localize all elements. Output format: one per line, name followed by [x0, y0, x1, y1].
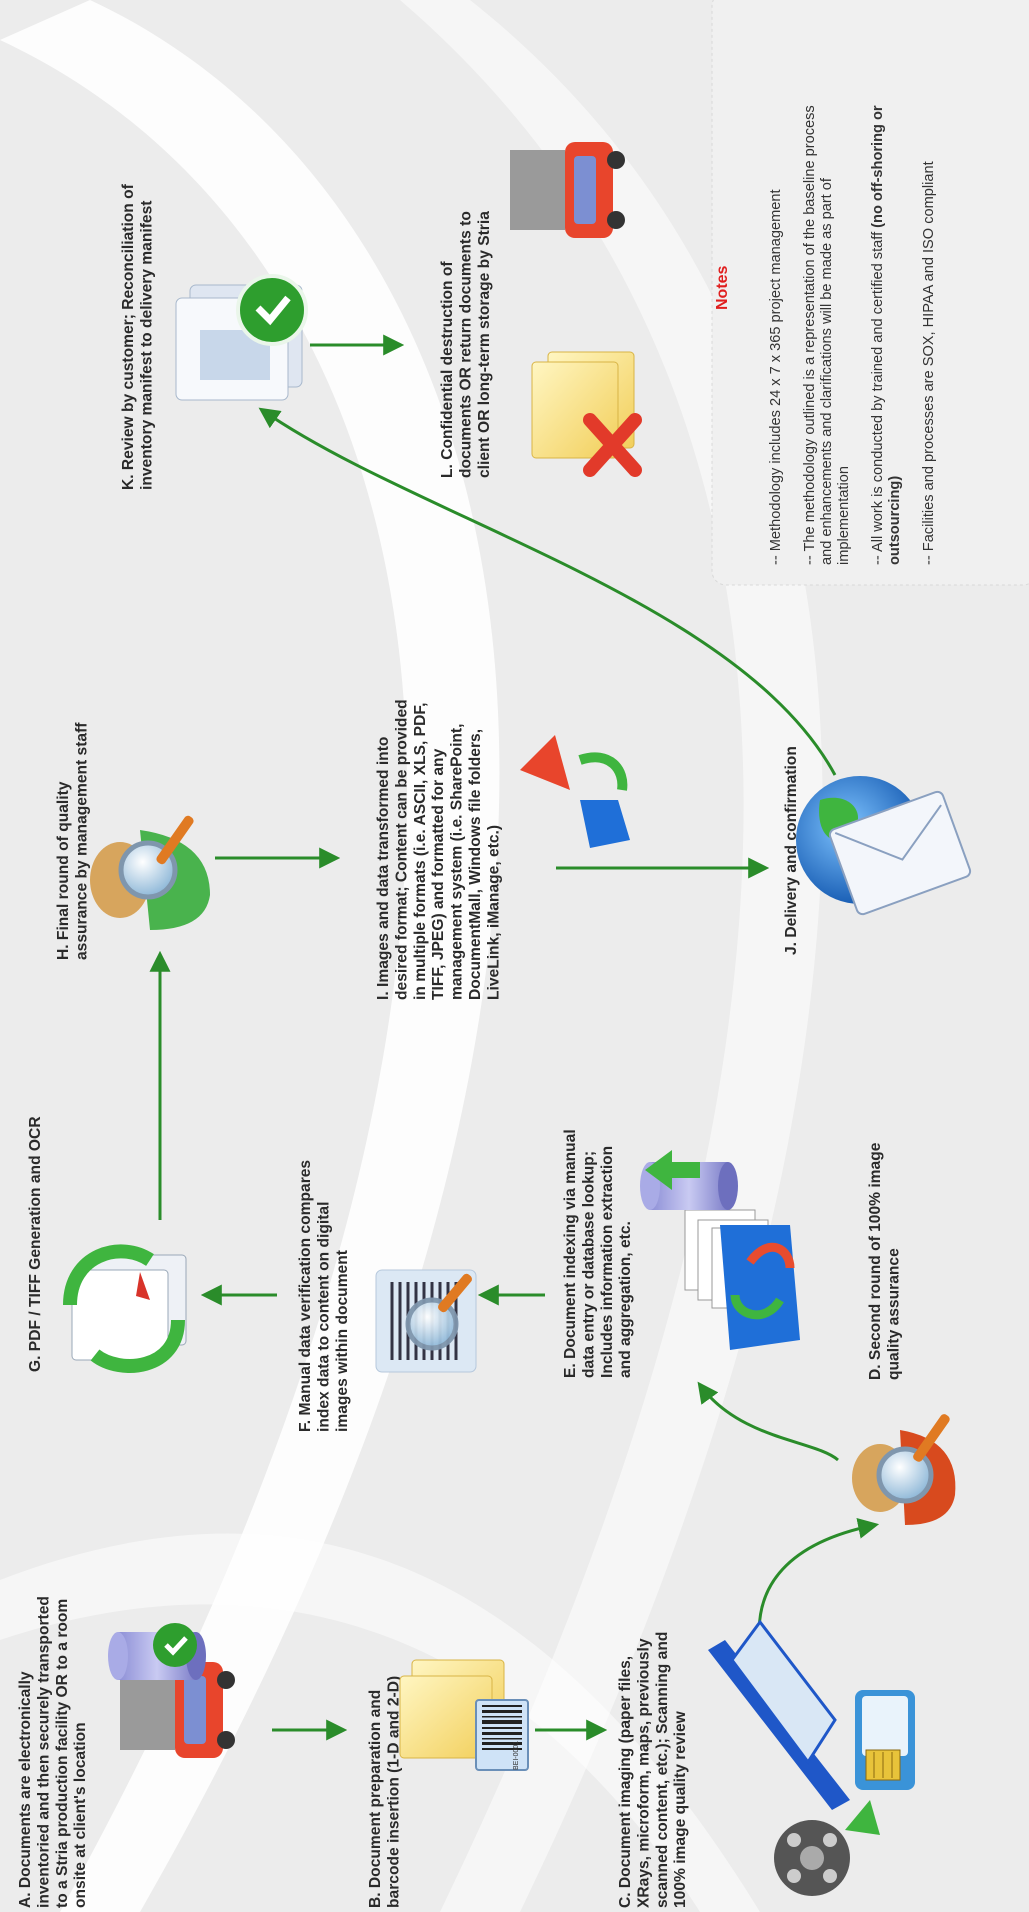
barcode-label: BEI-0001 — [513, 1741, 520, 1770]
flow-arrows — [149, 334, 880, 1741]
step-label-c: C. Document imaging (paper files,XRays, … — [617, 1632, 689, 1908]
step-label-f: F. Manual data verification comparesinde… — [297, 1160, 351, 1432]
step-label-c-line: 100% image quality review — [672, 1710, 689, 1908]
step-label-k-line: inventory manifest to delivery manifest — [138, 201, 155, 490]
folders-refresh-icon — [684, 1209, 800, 1350]
notes-panel: Notes -- Methodology includes 24 x 7 x 3… — [711, 0, 1029, 586]
step-label-i-line: management system (i.e. SharePoint, — [449, 724, 466, 1000]
note-item-3-line-2: outsourcing) — [887, 476, 903, 565]
step-label-b-line: B. Document preparation and — [367, 1690, 384, 1908]
transform-shapes-icon — [520, 735, 630, 848]
scanner-icon — [708, 1619, 850, 1810]
step-label-d: D. Second round of 100% imagequality ass… — [867, 1142, 902, 1380]
step-label-e-line: and aggregation, etc. — [617, 1221, 634, 1378]
document-magnifier-icon — [375, 1269, 477, 1373]
folder-delete-icon — [531, 351, 642, 477]
step-label-a-line: A. Documents are electronically — [17, 1671, 34, 1908]
step-label-i-line: TIFF, JPEG) and formatted for any — [430, 748, 447, 1000]
arrow-d-to-e — [697, 1381, 839, 1462]
database-check-icon-a — [108, 1623, 206, 1680]
folder-barcode-icon: BEI-0001 — [399, 1659, 529, 1771]
step-label-a-line: inventoried and then securely transporte… — [35, 1596, 52, 1908]
note-item-3-plain: -- All work is conducted by trained and … — [870, 228, 886, 565]
step-label-l-line: documents OR return documents to — [457, 211, 474, 478]
step-label-l-line: L. Confidential destruction of — [439, 261, 456, 478]
person-magnifier-icon-h — [90, 815, 210, 930]
step-label-g: G. PDF / TIFF Generation and OCR — [27, 1116, 44, 1372]
step-label-e-line: E. Document indexing via manual — [562, 1129, 579, 1378]
database-upload-icon — [640, 1150, 738, 1210]
notes-title: Notes — [714, 265, 731, 310]
step-label-b: B. Document preparation andbarcode inser… — [367, 1676, 402, 1908]
step-label-c-line: C. Document imaging (paper files, — [617, 1656, 634, 1908]
step-label-i-line: desired format; Content can be provided — [393, 699, 410, 1000]
step-label-j: J. Delivery and confirmation — [783, 746, 800, 955]
step-label-d-line: quality assurance — [885, 1248, 902, 1380]
note-item-4: -- Facilities and processes are SOX, HIP… — [921, 161, 937, 565]
note-item-3-bold: (no off-shoring or — [870, 105, 886, 228]
step-label-i-line: DocumentMall, Windows file folders, — [467, 729, 484, 1000]
document-check-icon — [175, 274, 308, 401]
step-label-i-line: in multiple formats (i.e. ASCII, XLS, PD… — [412, 703, 429, 1000]
step-label-f-line: index data to content on digital — [315, 1202, 332, 1432]
truck-icon-a — [120, 1662, 235, 1758]
note-item-2-line-1: -- The methodology outlined is a represe… — [802, 105, 818, 565]
step-label-i-line: LiveLink, iManage, etc.) — [485, 825, 502, 1000]
step-label-k-line: K. Review by customer; Reconciliation of — [120, 183, 137, 490]
step-label-f-line: F. Manual data verification compares — [297, 1160, 314, 1432]
person-magnifier-icon-d — [852, 1414, 956, 1525]
step-label-h-line: assurance by management staff — [73, 722, 90, 960]
step-label-c-line: XRays, microform, maps, previously — [635, 1638, 652, 1908]
note-item-1: -- Methodology includes 24 x 7 x 365 pro… — [768, 189, 784, 565]
step-label-e-line: data entry or database lookup; — [580, 1151, 597, 1378]
note-item-2-line-3: implementation — [836, 466, 852, 565]
note-item-2-line-2: and enhancements and clarifications will… — [819, 177, 835, 565]
arrow-j-to-k — [258, 407, 837, 776]
step-label-l: L. Confidential destruction ofdocuments … — [439, 211, 493, 478]
step-label-j-line: J. Delivery and confirmation — [783, 746, 800, 955]
step-label-c-line: scanned content, etc.); Scanning and — [654, 1632, 671, 1908]
step-label-h-line: H. Final round of quality — [55, 781, 72, 960]
step-label-k: K. Review by customer; Reconciliation of… — [120, 183, 155, 490]
step-label-a-line: onsite at client's location — [72, 1722, 89, 1908]
step-label-a-line: to a Stria production facility OR to a r… — [54, 1599, 71, 1908]
film-reel-icon — [774, 1800, 880, 1896]
step-label-i-line: I. Images and data transformed into — [375, 737, 392, 1000]
globe-envelope-icon — [796, 776, 972, 916]
step-label-a: A. Documents are electronicallyinventori… — [17, 1596, 89, 1908]
truck-icon-l — [510, 142, 625, 238]
memory-card-icon — [855, 1690, 915, 1790]
note-item-3-line-1: -- All work is conducted by trained and … — [870, 105, 886, 565]
step-label-h: H. Final round of qualityassurance by ma… — [55, 722, 90, 960]
step-label-b-line: barcode insertion (1-D and 2-D) — [385, 1676, 402, 1908]
step-label-g-line: G. PDF / TIFF Generation and OCR — [27, 1116, 44, 1372]
step-label-d-line: D. Second round of 100% image — [867, 1142, 884, 1380]
step-label-e: E. Document indexing via manualdata entr… — [562, 1129, 634, 1378]
step-labels: A. Documents are electronicallyinventori… — [17, 183, 902, 1908]
pdf-generation-icon — [63, 1244, 187, 1373]
step-label-l-line: client OR long-term storage by Stria — [476, 211, 493, 478]
step-label-f-line: images within document — [334, 1250, 351, 1432]
step-label-e-line: Includes information extraction — [599, 1146, 616, 1378]
step-label-i: I. Images and data transformed intodesir… — [375, 699, 502, 1000]
